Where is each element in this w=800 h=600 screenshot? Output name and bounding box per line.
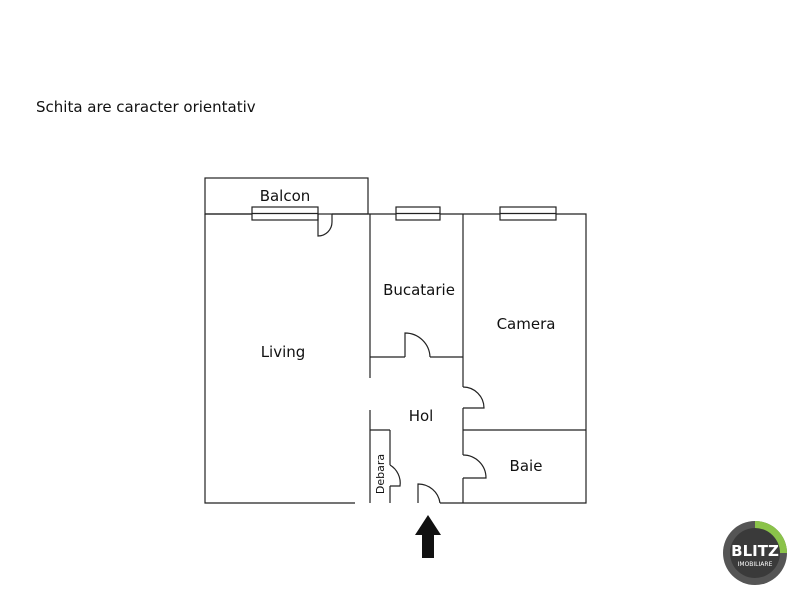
door-baie <box>462 454 487 479</box>
label-debara: Debara <box>374 454 387 494</box>
door-debara <box>389 464 401 487</box>
walls <box>204 177 587 504</box>
entrance-arrow <box>415 515 441 558</box>
blitz-logo: BLITZ IMOBILIARE <box>723 521 787 585</box>
logo-text-sub: IMOBILIARE <box>738 561 773 568</box>
disclaimer-text: Schita are caracter orientativ <box>36 98 256 116</box>
doors <box>317 214 487 504</box>
label-balcon: Balcon <box>260 187 311 205</box>
windows <box>251 206 557 221</box>
door-camera <box>462 386 485 409</box>
label-camera: Camera <box>497 315 556 333</box>
door-kitchen <box>404 332 431 358</box>
outer-wall-right-top <box>332 213 587 504</box>
label-baie: Baie <box>510 457 543 475</box>
logo-text-main: BLITZ <box>731 542 779 560</box>
label-hol: Hol <box>409 407 434 425</box>
outer-wall-left-bottom <box>204 214 355 504</box>
logo-green-arc <box>755 521 787 553</box>
door-entrance <box>417 483 441 504</box>
door-balcony <box>317 214 333 237</box>
logo-inner-circle <box>730 528 780 578</box>
label-bucatarie: Bucatarie <box>383 281 455 299</box>
label-living: Living <box>261 343 306 361</box>
